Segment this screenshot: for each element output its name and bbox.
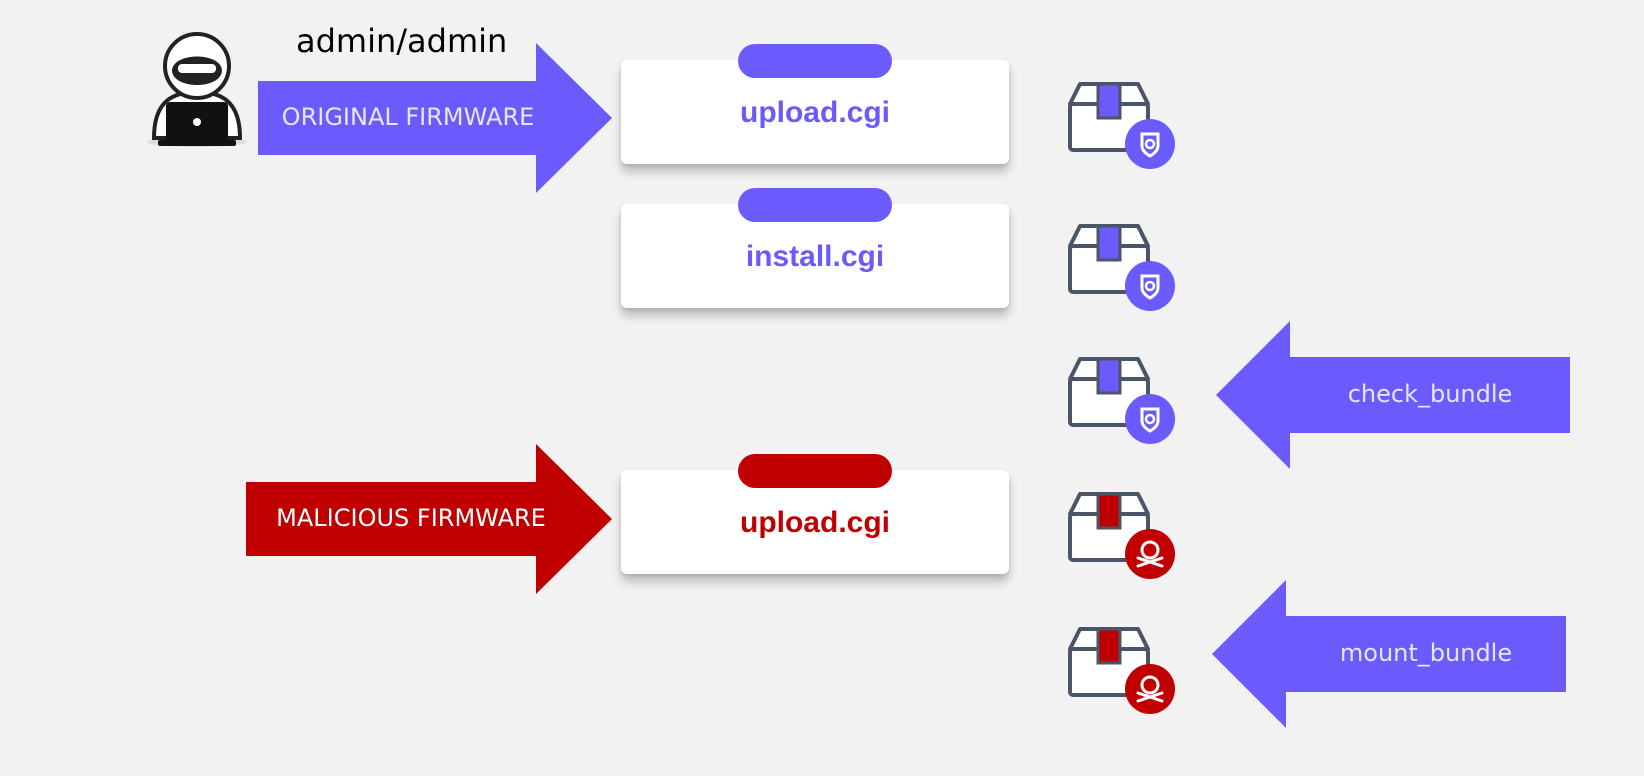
- package-original-1: [1064, 80, 1176, 176]
- card-label: upload.cgi: [740, 506, 890, 539]
- credentials-label: admin/admin: [296, 22, 508, 60]
- package-original-3: [1064, 355, 1176, 451]
- card-label: upload.cgi: [740, 96, 890, 129]
- package-malicious-2: [1064, 625, 1176, 721]
- hacker-laptop-icon: [144, 30, 250, 153]
- shield-icon: [1125, 119, 1175, 169]
- original-firmware-arrow: ORIGINAL FIRMWARE: [258, 43, 612, 193]
- card-tab: [738, 188, 892, 222]
- card-label: install.cgi: [745, 240, 885, 273]
- install-cgi-card: install.cgi: [621, 188, 1009, 308]
- upload-cgi-card-original: upload.cgi: [621, 44, 1009, 164]
- malicious-firmware-arrow: MALICIOUS FIRMWARE: [246, 444, 612, 594]
- upload-cgi-card-malicious: upload.cgi: [621, 454, 1009, 574]
- malicious-firmware-label: MALICIOUS FIRMWARE: [276, 504, 546, 532]
- check-bundle-label: check_bundle: [1347, 380, 1513, 408]
- original-firmware-label: ORIGINAL FIRMWARE: [281, 103, 535, 131]
- shield-icon: [1125, 261, 1175, 311]
- card-tab: [738, 44, 892, 78]
- package-malicious-1: [1064, 490, 1176, 586]
- skull-icon: [1125, 529, 1175, 579]
- mount-bundle-arrow: mount_bundle: [1212, 580, 1566, 728]
- mount-bundle-label: mount_bundle: [1339, 639, 1513, 667]
- skull-icon: [1125, 664, 1175, 714]
- card-tab: [738, 454, 892, 488]
- check-bundle-arrow: check_bundle: [1216, 321, 1570, 469]
- package-original-2: [1064, 222, 1176, 318]
- shield-icon: [1125, 394, 1175, 444]
